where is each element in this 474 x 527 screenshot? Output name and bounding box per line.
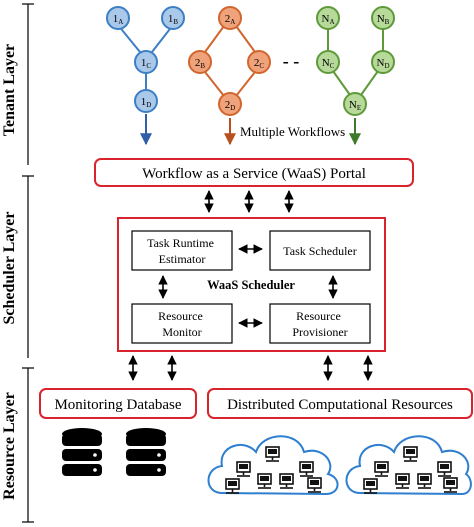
distributed-resources-box [207, 388, 473, 419]
node-nd: ND [376, 57, 389, 70]
cloud-icon [345, 435, 472, 496]
scheduler-resource-arrows [128, 355, 373, 381]
distributed-resources-label: Distributed Computational Resources [227, 397, 453, 413]
workflow-1: 1A 1B 1C 1D [106, 6, 185, 146]
task-runtime-estimator-box [131, 230, 233, 271]
resource-provisioner-box [269, 303, 371, 344]
task-scheduler-label: Task Scheduler [283, 244, 356, 258]
node-na: NA [321, 13, 334, 26]
monitoring-database-label: Monitoring Database [54, 397, 181, 413]
resource-layer-label: Resource Layer [1, 392, 18, 500]
cloud-icon [207, 435, 339, 496]
node-1d: 1D [141, 96, 152, 109]
resource-monitor-label: Resource Monitor [158, 309, 206, 339]
resource-monitor-box [131, 303, 233, 344]
database-icon [62, 428, 102, 476]
workflow-ellipsis: - - [283, 51, 300, 71]
layer-separators [22, 3, 34, 523]
tenant-layer-label: Tenant Layer [1, 44, 18, 136]
node-2c: 2C [254, 57, 265, 70]
node-nb: NB [377, 13, 390, 26]
node-ne: NE [349, 99, 361, 112]
workflow-n: NA NB NC ND NE [316, 6, 395, 146]
waas-portal-label: Workflow as a Service (WaaS) Portal [142, 166, 366, 182]
node-2b: 2B [195, 57, 206, 70]
node-1b: 1B [168, 13, 179, 26]
node-2a: 2A [225, 13, 236, 26]
waas-scheduler-title: WaaS Scheduler [207, 278, 295, 292]
waas-portal-box [94, 158, 414, 187]
node-1a: 1A [113, 13, 124, 26]
workflows-caption: Multiple Workflows [240, 124, 345, 139]
node-nc: NC [322, 57, 335, 70]
scheduler-layer-label: Scheduler Layer [1, 211, 18, 324]
task-scheduler-box [269, 230, 371, 271]
resource-provisioner-label: Resource Provisioner [292, 309, 347, 339]
portal-scheduler-arrows [204, 190, 294, 213]
database-icon [126, 428, 166, 476]
task-runtime-estimator-label: Task Runtime Estimator [147, 236, 217, 266]
node-1c: 1C [141, 57, 152, 70]
monitoring-database-box [39, 388, 197, 419]
node-2d: 2D [225, 99, 236, 112]
workflow-2: 2A 2B 2C 2D [188, 6, 271, 146]
scheduler-internal-arrows [158, 244, 338, 328]
